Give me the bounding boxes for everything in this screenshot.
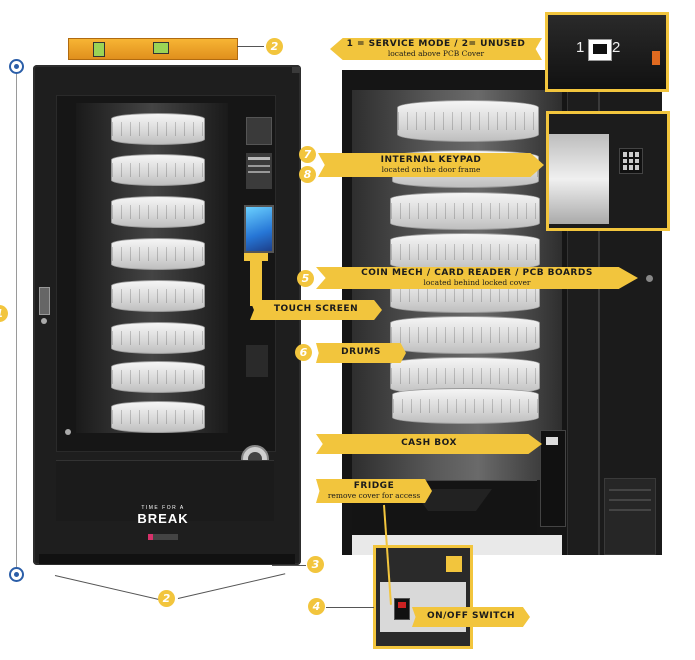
keypad-callout: INTERNAL KEYPAD located on the door fram…	[318, 153, 544, 177]
fridge-cover[interactable]	[352, 480, 537, 536]
onoff-number-badge: 4	[308, 598, 325, 615]
fridge-sub: remove cover for access	[327, 490, 421, 500]
fridge-title: FRIDGE	[353, 481, 395, 492]
door-hinge	[292, 67, 300, 73]
service-switch-inset: 1 2	[545, 12, 669, 92]
front-drum-7	[111, 361, 205, 393]
spirit-level	[68, 38, 238, 60]
onoff-leader-line	[326, 607, 374, 608]
keypad-number-badge: 7	[299, 146, 316, 163]
front-drum-6	[111, 322, 205, 354]
delivery-flap[interactable]	[56, 460, 274, 521]
front-drum-3	[111, 196, 205, 228]
height-bottom-marker	[9, 567, 24, 582]
vending-machine-cabinet: TIME FOR A BREAK	[33, 65, 301, 565]
open-drum-1	[397, 100, 539, 142]
keypad-number-badge-2: 8	[299, 166, 316, 183]
internal-keypad[interactable]	[619, 148, 643, 174]
info-panel	[246, 153, 272, 189]
front-drum-2	[111, 154, 205, 186]
open-drum-3	[390, 192, 540, 230]
level-leader-line	[237, 46, 264, 47]
keypad-sub: located on the door frame	[381, 164, 481, 174]
service-mode-title: 1 = SERVICE MODE / 2= UNUSED	[346, 39, 526, 50]
touch-screen[interactable]	[244, 205, 274, 253]
open-drum-6	[390, 316, 540, 354]
side-panel	[246, 345, 268, 377]
coin-mech-sub: located behind locked cover	[423, 277, 531, 287]
cash-box-title: CASH BOX	[401, 438, 457, 449]
level-number-badge: 2	[266, 38, 283, 55]
machine-base	[39, 554, 295, 564]
drums-callout: DRUMS	[316, 343, 406, 363]
front-drum-8	[111, 401, 205, 433]
open-drum-4	[390, 233, 540, 271]
height-dimension-line	[16, 70, 17, 568]
brand-badge	[148, 534, 178, 540]
service-mode-callout: 1 = SERVICE MODE / 2= UNUSED located abo…	[330, 38, 542, 60]
level-vial-left	[93, 42, 105, 57]
cash-box[interactable]	[540, 430, 566, 527]
feet-leader-left	[54, 575, 163, 601]
door-handle[interactable]	[39, 287, 50, 315]
front-drum-1	[111, 113, 205, 145]
coin-mech-callout: COIN MECH / CARD READER / PCB BOARDS loc…	[316, 267, 638, 289]
coin-mech-number-badge: 5	[297, 270, 314, 287]
cash-box-callout: CASH BOX	[316, 434, 542, 454]
touch-screen-title: TOUCH SCREEN	[273, 304, 359, 315]
height-number-badge: 1	[0, 305, 8, 322]
front-drum-4	[111, 238, 205, 270]
brand-tagline: TIME FOR A	[141, 505, 185, 511]
power-switch[interactable]	[394, 598, 410, 620]
camera-panel	[246, 117, 272, 145]
onoff-title: ON/OFF SWITCH	[426, 611, 516, 622]
switch-digit-1: 1	[576, 39, 585, 56]
switch-digit-2: 2	[612, 39, 621, 56]
window-lock	[65, 429, 71, 435]
service-mode-sub: located above PCB Cover	[387, 48, 485, 58]
level-vial-center	[153, 42, 169, 54]
fridge-callout: FRIDGE remove cover for access	[316, 479, 432, 503]
drums-number-badge: 6	[295, 344, 312, 361]
front-drum-5	[111, 280, 205, 312]
panel-number-badge: 3	[307, 556, 324, 573]
keypad-inset	[546, 111, 670, 231]
dip-switch[interactable]	[588, 39, 612, 61]
feet-number-badge: 2	[158, 590, 175, 607]
brand-name: BREAK	[137, 511, 189, 526]
touch-screen-callout: TOUCH SCREEN	[250, 300, 382, 320]
coin-mech-title: COIN MECH / CARD READER / PCB BOARDS	[361, 268, 593, 279]
open-drum-8	[392, 388, 539, 424]
brand-logo: TIME FOR A BREAK	[133, 505, 193, 526]
onoff-callout: ON/OFF SWITCH	[412, 607, 530, 627]
keypad-title: INTERNAL KEYPAD	[380, 155, 482, 166]
door-bottom-panel	[604, 478, 656, 555]
touch-screen-connector-v	[250, 258, 262, 306]
height-top-marker	[9, 59, 24, 74]
panel-leader-line	[272, 565, 306, 566]
door-lock-open	[646, 275, 653, 282]
door-lock	[41, 318, 47, 324]
feet-leader-right	[177, 573, 286, 599]
touch-screen-connector-top	[244, 253, 268, 261]
drums-title: DRUMS	[341, 347, 381, 358]
